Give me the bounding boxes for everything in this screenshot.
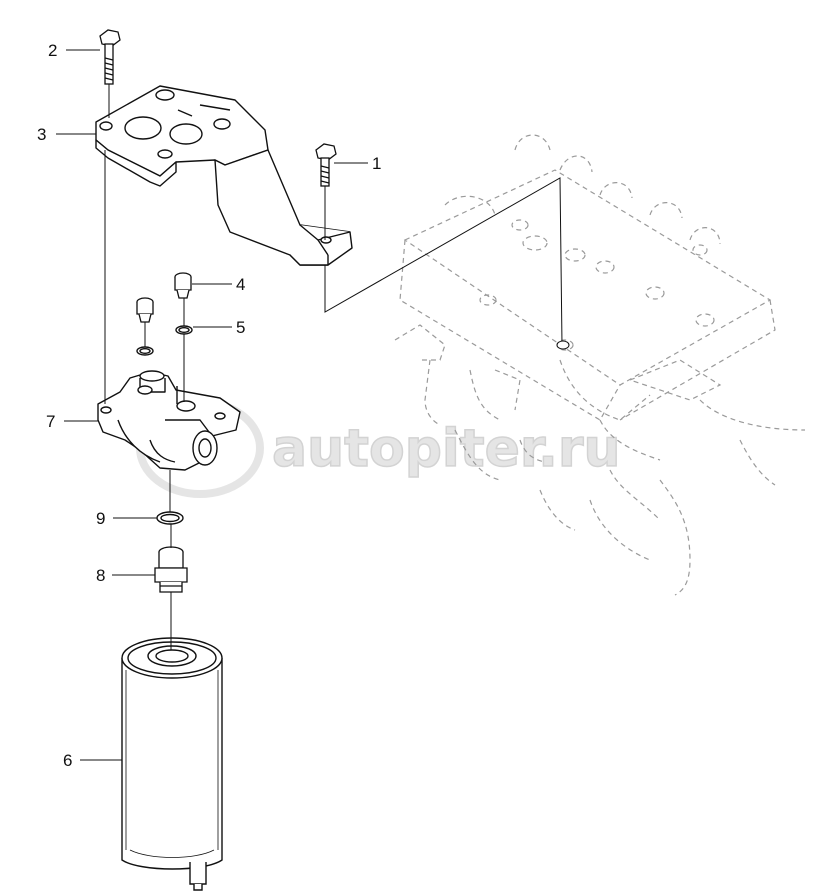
callout-4: 4 [192, 275, 245, 294]
plug-right [174, 272, 192, 299]
callout-9: 9 [96, 509, 157, 528]
callout-label-7: 7 [46, 412, 55, 431]
bolt-short [315, 143, 337, 187]
filter-head [97, 370, 241, 471]
watermark: autopiter.ru [136, 398, 621, 498]
callout-2: 2 [48, 41, 100, 60]
watermark-text: autopiter.ru [272, 419, 621, 479]
callout-3: 3 [37, 125, 96, 144]
o-ring-lower [156, 511, 184, 525]
callout-label-1: 1 [372, 154, 381, 173]
callout-label-4: 4 [236, 275, 245, 294]
callout-label-6: 6 [63, 751, 72, 770]
callout-label-8: 8 [96, 566, 105, 585]
assembly-lines [104, 84, 570, 650]
callout-1: 1 [334, 154, 381, 173]
callout-label-9: 9 [96, 509, 105, 528]
filter-cartridge [121, 637, 223, 891]
callout-8: 8 [96, 566, 155, 585]
o-ring-left [136, 346, 154, 356]
mounting-bracket [95, 85, 353, 266]
threaded-nipple [154, 546, 188, 593]
callout-label-5: 5 [236, 318, 245, 337]
engine-frame-ghost [394, 134, 806, 596]
bolt-long [99, 29, 121, 85]
o-ring-right [175, 325, 193, 335]
callouts: 1 2 3 4 5 6 7 [37, 41, 381, 770]
callout-label-3: 3 [37, 125, 46, 144]
callout-label-2: 2 [48, 41, 57, 60]
plug-left [136, 297, 154, 323]
callout-5: 5 [193, 318, 245, 337]
callout-7: 7 [46, 412, 98, 431]
callout-6: 6 [63, 751, 122, 770]
